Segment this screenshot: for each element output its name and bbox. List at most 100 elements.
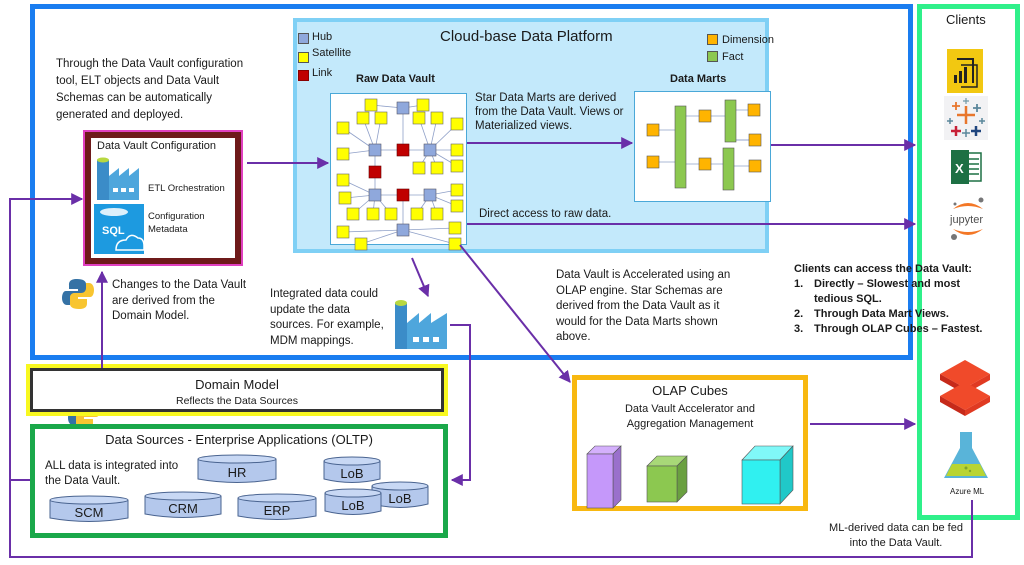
domain-model-subtitle: Reflects the Data Sources bbox=[176, 395, 298, 407]
cylinder-body bbox=[323, 461, 381, 483]
access-title: Clients can access the Data Vault: bbox=[794, 263, 972, 275]
satellite-node bbox=[336, 121, 350, 135]
dimension-node bbox=[698, 157, 712, 171]
cylinder-body bbox=[324, 493, 382, 515]
cloud-platform-title: Cloud-base Data Platform bbox=[440, 28, 613, 45]
satellite-node bbox=[336, 173, 350, 187]
satellite-node bbox=[430, 161, 444, 175]
satellite-node bbox=[416, 98, 430, 112]
fact-node bbox=[724, 99, 737, 143]
azure-ml-label: Azure ML bbox=[950, 487, 985, 496]
satellite-node bbox=[450, 159, 464, 173]
data-marts-graph bbox=[646, 99, 762, 191]
vault-edge bbox=[402, 229, 456, 245]
intro-note: Through the Data Vault configuration too… bbox=[56, 58, 244, 121]
cylinder-body bbox=[49, 500, 129, 522]
olap-cubes-box[interactable]: OLAP Cubes Data Vault Accelerator and Ag… bbox=[572, 375, 808, 511]
arrow-vault-to-olap bbox=[459, 244, 571, 383]
legend-link-label: Link bbox=[312, 67, 333, 79]
star-marts-note: Star Data Marts are derived from the Dat… bbox=[475, 92, 624, 132]
databricks-icon[interactable] bbox=[936, 354, 994, 418]
satellite-node bbox=[354, 237, 368, 251]
satellite-node bbox=[412, 161, 426, 175]
olap-cube-shapes bbox=[586, 445, 794, 509]
domain-model-title: Domain Model bbox=[195, 377, 279, 392]
database-label: LoB bbox=[340, 466, 363, 481]
satellite-node bbox=[430, 111, 444, 125]
database-label: CRM bbox=[168, 501, 198, 516]
cylinder-top bbox=[49, 495, 129, 505]
satellite-node bbox=[336, 225, 350, 239]
data-factory-icon bbox=[395, 300, 447, 349]
ml-note: ML-derived data can be fed into the Data… bbox=[829, 522, 963, 549]
direct-access-note: Direct access to raw data. bbox=[479, 208, 612, 220]
arrow-vault-to-factory bbox=[411, 257, 430, 298]
satellite-node bbox=[346, 207, 360, 221]
satellite-node bbox=[384, 207, 398, 221]
dimension-swatch bbox=[707, 34, 718, 45]
integrated-data-note: Integrated data could update the data so… bbox=[270, 288, 384, 347]
satellite-node bbox=[450, 117, 464, 131]
satellite-node bbox=[450, 183, 464, 197]
domain-change-note: Changes to the Data Vault are derived fr… bbox=[112, 279, 247, 322]
data-sources-note: ALL data is integrated into the Data Vau… bbox=[45, 460, 179, 487]
domain-model-box[interactable]: Domain Model Reflects the Data Sources bbox=[26, 364, 448, 416]
olap-subtitle-line2: Aggregation Management bbox=[626, 417, 754, 430]
power-bi-icon[interactable] bbox=[947, 49, 983, 93]
jupyter-icon[interactable]: jupyter bbox=[945, 195, 991, 243]
satellite-node bbox=[364, 98, 378, 112]
dimension-node bbox=[747, 103, 761, 117]
satellite-node bbox=[410, 207, 424, 221]
hub-node bbox=[423, 143, 437, 157]
cylinder-top bbox=[371, 481, 429, 491]
config-label-line1: Configuration bbox=[148, 211, 205, 222]
clients-access-note: Clients can access the Data Vault: 1. Di… bbox=[794, 262, 999, 337]
database-cylinder: LoB bbox=[371, 481, 429, 508]
data-sources-title: Data Sources - Enterprise Applications (… bbox=[105, 432, 373, 447]
dimension-node bbox=[646, 123, 660, 137]
data-vault-configuration-box[interactable]: Data Vault Configuration ETL Orchestrati… bbox=[83, 130, 243, 266]
cube-cyan bbox=[741, 445, 794, 505]
cube-green bbox=[646, 455, 688, 503]
data-marts-diagram[interactable] bbox=[634, 91, 771, 202]
fact-node bbox=[722, 147, 735, 191]
dimension-node bbox=[748, 133, 762, 147]
excel-icon[interactable]: X bbox=[951, 150, 983, 184]
arrow-factory-to-sources bbox=[450, 324, 471, 486]
database-cylinder: LoB bbox=[323, 456, 381, 483]
sql-database-icon: SQL bbox=[94, 204, 145, 254]
satellite-node bbox=[430, 207, 444, 221]
hub-node bbox=[396, 101, 410, 115]
data-marts-title: Data Marts bbox=[670, 73, 727, 85]
connector-ml-to-vault bbox=[9, 480, 973, 558]
satellite-node bbox=[412, 111, 426, 125]
database-label: LoB bbox=[388, 491, 411, 506]
tableau-icon[interactable] bbox=[944, 96, 988, 140]
satellite-node bbox=[448, 221, 462, 235]
cylinder-top bbox=[197, 454, 277, 464]
vault-edge bbox=[402, 227, 456, 231]
vault-edge bbox=[342, 229, 404, 233]
arrow-sources-to-config bbox=[9, 193, 84, 481]
dimension-node bbox=[698, 109, 712, 123]
dv-config-title: Data Vault Configuration bbox=[97, 140, 217, 152]
satellite-swatch bbox=[298, 52, 309, 63]
satellite-node bbox=[366, 207, 380, 221]
dimension-node bbox=[748, 159, 762, 173]
cylinder-top bbox=[237, 493, 317, 503]
legend-hub-label: Hub bbox=[312, 31, 333, 43]
hub-node bbox=[423, 188, 437, 202]
link-node bbox=[396, 143, 410, 157]
link-node bbox=[396, 188, 410, 202]
hub-node bbox=[396, 223, 410, 237]
raw-data-vault-graph bbox=[336, 98, 464, 251]
satellite-node bbox=[374, 111, 388, 125]
azure-ml-icon[interactable] bbox=[944, 432, 988, 480]
access-item-1: 1. Directly – Slowest and most tedious S… bbox=[794, 278, 961, 305]
raw-data-vault-diagram[interactable] bbox=[330, 93, 467, 251]
cylinder-top bbox=[144, 491, 222, 501]
jupyter-text: jupyter bbox=[949, 214, 983, 226]
legend-satellite-label: Satellite bbox=[312, 47, 352, 59]
cylinder-body bbox=[144, 496, 222, 518]
